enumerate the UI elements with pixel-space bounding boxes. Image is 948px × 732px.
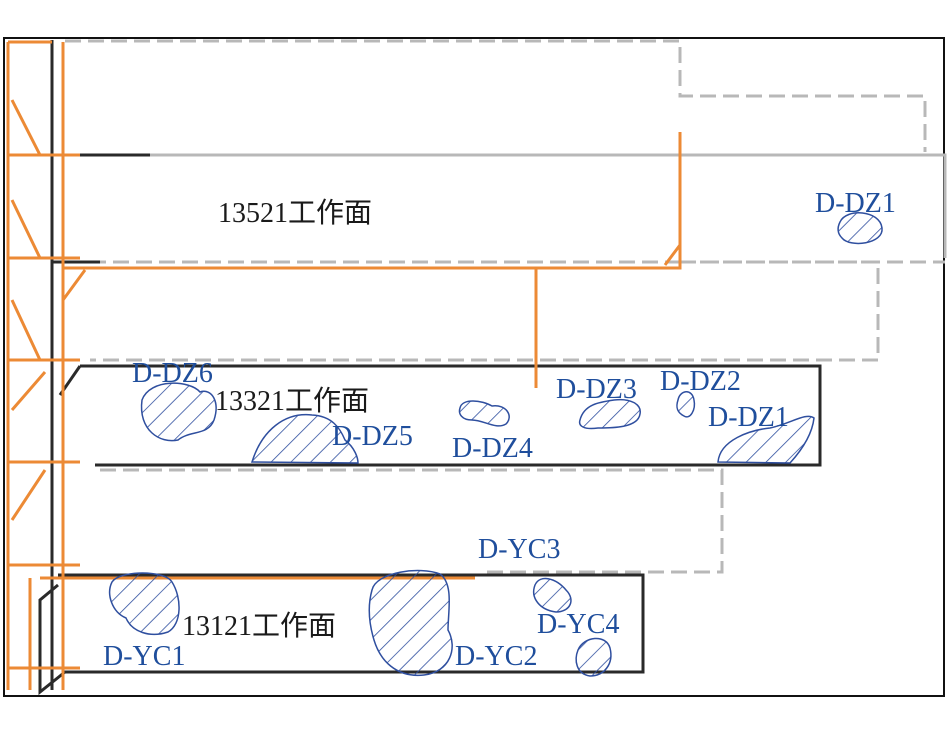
- face-label-13521: 13521工作面: [218, 197, 372, 229]
- zone-label-dz1-upper: D-DZ1: [815, 188, 896, 219]
- zone-label-yc1: D-YC1: [103, 641, 185, 672]
- zone-yc2-area: [368, 569, 453, 676]
- zone-label-yc3: D-YC3: [478, 534, 560, 565]
- zone-yc3-area: [533, 577, 572, 613]
- zone-label-dz3: D-DZ3: [556, 374, 637, 405]
- anomaly-zones: [108, 212, 883, 677]
- zone-dz5-area: [250, 413, 359, 464]
- zone-dz1-upper-area: [837, 212, 883, 245]
- zone-yc4-area: [575, 637, 612, 677]
- zone-dz6-area: [140, 382, 217, 442]
- mined-panels: [65, 39, 947, 574]
- zone-label-dz1-lower: D-DZ1: [708, 402, 789, 433]
- face-label-13321: 13321工作面: [215, 385, 369, 417]
- face-label-13121: 13121工作面: [182, 610, 336, 642]
- roadway-network: [6, 40, 682, 690]
- zone-dz2-area: [676, 391, 696, 418]
- map-frame: [3, 37, 945, 697]
- zone-label-yc2: D-YC2: [455, 641, 537, 672]
- zone-label-dz2: D-DZ2: [660, 366, 741, 397]
- zone-dz1-lower-area: [717, 415, 815, 464]
- zone-dz4-area: [458, 400, 510, 427]
- working-face-outlines: [38, 40, 822, 696]
- zone-label-yc4: D-YC4: [537, 609, 619, 640]
- zone-label-dz4: D-DZ4: [452, 433, 533, 464]
- zone-dz3-area: [578, 398, 641, 430]
- zone-label-dz5: D-DZ5: [332, 421, 413, 452]
- zone-label-dz6: D-DZ6: [132, 358, 213, 389]
- zone-yc1-area: [108, 572, 180, 636]
